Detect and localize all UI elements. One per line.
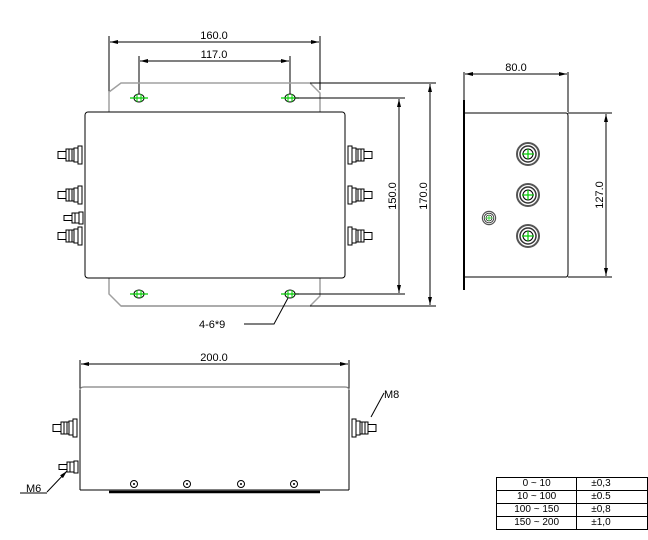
ground-stud <box>58 460 79 474</box>
mounting-hole <box>129 93 149 103</box>
dim-overall-width: 160.0 <box>200 30 228 42</box>
dim-height: 127.0 <box>594 181 606 209</box>
table-row: 10 ~ 100 ±0.5 <box>495 490 648 504</box>
tolerance-cell: ±0,3 <box>576 477 648 491</box>
terminal-end-view <box>516 183 540 207</box>
terminal-stud <box>57 185 83 205</box>
tolerance-cell: ±0.5 <box>576 490 648 504</box>
dim-inner-height: 150.0 <box>387 182 399 210</box>
screw <box>290 480 298 488</box>
range-cell: 100 ~ 150 <box>495 503 578 517</box>
terminal-stud <box>351 418 377 438</box>
screw <box>183 480 191 488</box>
tolerance-cell: ±1,0 <box>576 516 648 530</box>
terminal-end-view <box>516 224 540 248</box>
range-cell: 10 ~ 100 <box>495 490 578 504</box>
terminal-stud <box>52 418 78 438</box>
table-row: 100 ~ 150 ±0,8 <box>495 503 648 517</box>
ground-stud <box>63 211 84 225</box>
top-view: 160.0 117.0 150.0 170. <box>57 30 436 331</box>
hole-callout: 4-6*9 <box>199 319 225 331</box>
side-view: 80.0 127.0 <box>463 62 612 290</box>
range-cell: 0 ~ 10 <box>495 477 578 491</box>
terminal-stud <box>57 226 83 246</box>
table-row: 150 ~ 200 ±1,0 <box>495 516 648 530</box>
front-view: 200.0 M8 M6 <box>20 352 399 495</box>
dim-depth: 80.0 <box>505 62 526 74</box>
label-ground-thread: M6 <box>26 483 41 495</box>
mounting-hole <box>129 289 149 299</box>
terminal-stud <box>347 226 373 246</box>
terminal-stud <box>57 145 83 165</box>
dim-hole-spacing: 117.0 <box>201 49 228 61</box>
label-terminal-thread: M8 <box>384 389 399 401</box>
screw <box>130 480 138 488</box>
ground-end-view <box>481 210 497 226</box>
dim-length: 200.0 <box>200 352 228 364</box>
tolerance-cell: ±0,8 <box>576 503 648 517</box>
dim-overall-height: 170.0 <box>418 182 430 210</box>
terminal-stud <box>347 145 373 165</box>
range-cell: 150 ~ 200 <box>495 516 578 530</box>
terminal-end-view <box>516 142 540 166</box>
tolerance-table: 0 ~ 10 ±0,3 10 ~ 100 ±0.5 100 ~ 150 ±0,8… <box>495 477 648 530</box>
terminal-stud <box>347 185 373 205</box>
screw <box>237 480 245 488</box>
table-row: 0 ~ 10 ±0,3 <box>495 477 648 491</box>
